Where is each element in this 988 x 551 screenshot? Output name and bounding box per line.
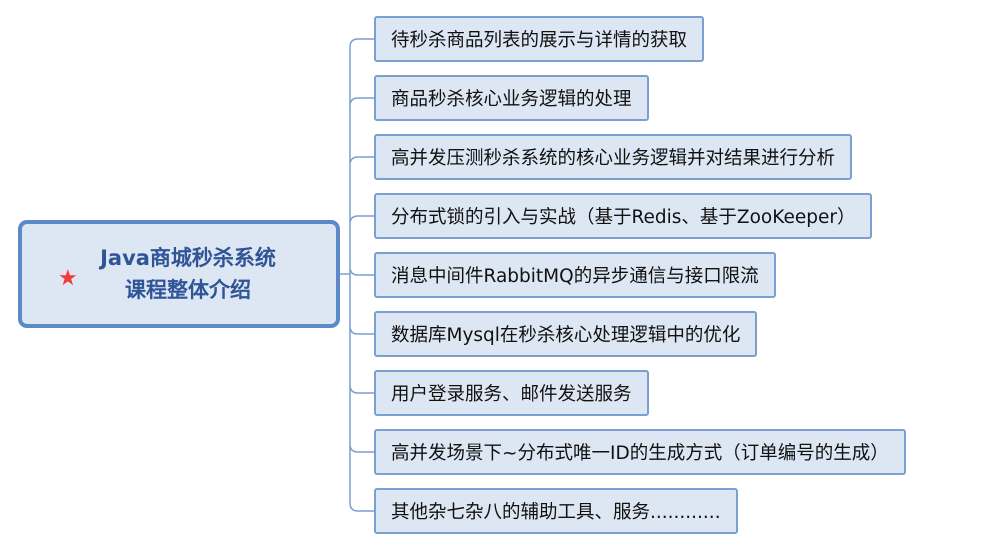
- topic-7[interactable]: 用户登录服务、邮件发送服务: [374, 370, 649, 416]
- star-icon: ★: [58, 266, 78, 291]
- topic-8[interactable]: 高并发场景下~分布式唯一ID的生成方式（订单编号的生成）: [374, 429, 906, 475]
- root-topic[interactable]: ★ Java商城秒杀系统 课程整体介绍: [18, 220, 340, 328]
- root-title-line-1: Java商城秒杀系统: [100, 246, 276, 270]
- topic-9[interactable]: 其他杂七杂八的辅助工具、服务............: [374, 488, 738, 534]
- topic-1[interactable]: 待秒杀商品列表的展示与详情的获取: [374, 16, 705, 62]
- topic-6[interactable]: 数据库Mysql在秒杀核心处理逻辑中的优化: [374, 311, 758, 357]
- topic-5[interactable]: 消息中间件RabbitMQ的异步通信与接口限流: [374, 252, 776, 298]
- root-title-line-2: 课程整体介绍: [125, 278, 251, 302]
- topic-2[interactable]: 商品秒杀核心业务逻辑的处理: [374, 75, 649, 121]
- root-title: Java商城秒杀系统 课程整体介绍: [100, 242, 276, 306]
- topic-3[interactable]: 高并发压测秒杀系统的核心业务逻辑并对结果进行分析: [374, 134, 853, 180]
- branch-connector: [340, 38, 374, 512]
- topic-4[interactable]: 分布式锁的引入与实战（基于Redis、基于ZooKeeper）: [374, 193, 873, 239]
